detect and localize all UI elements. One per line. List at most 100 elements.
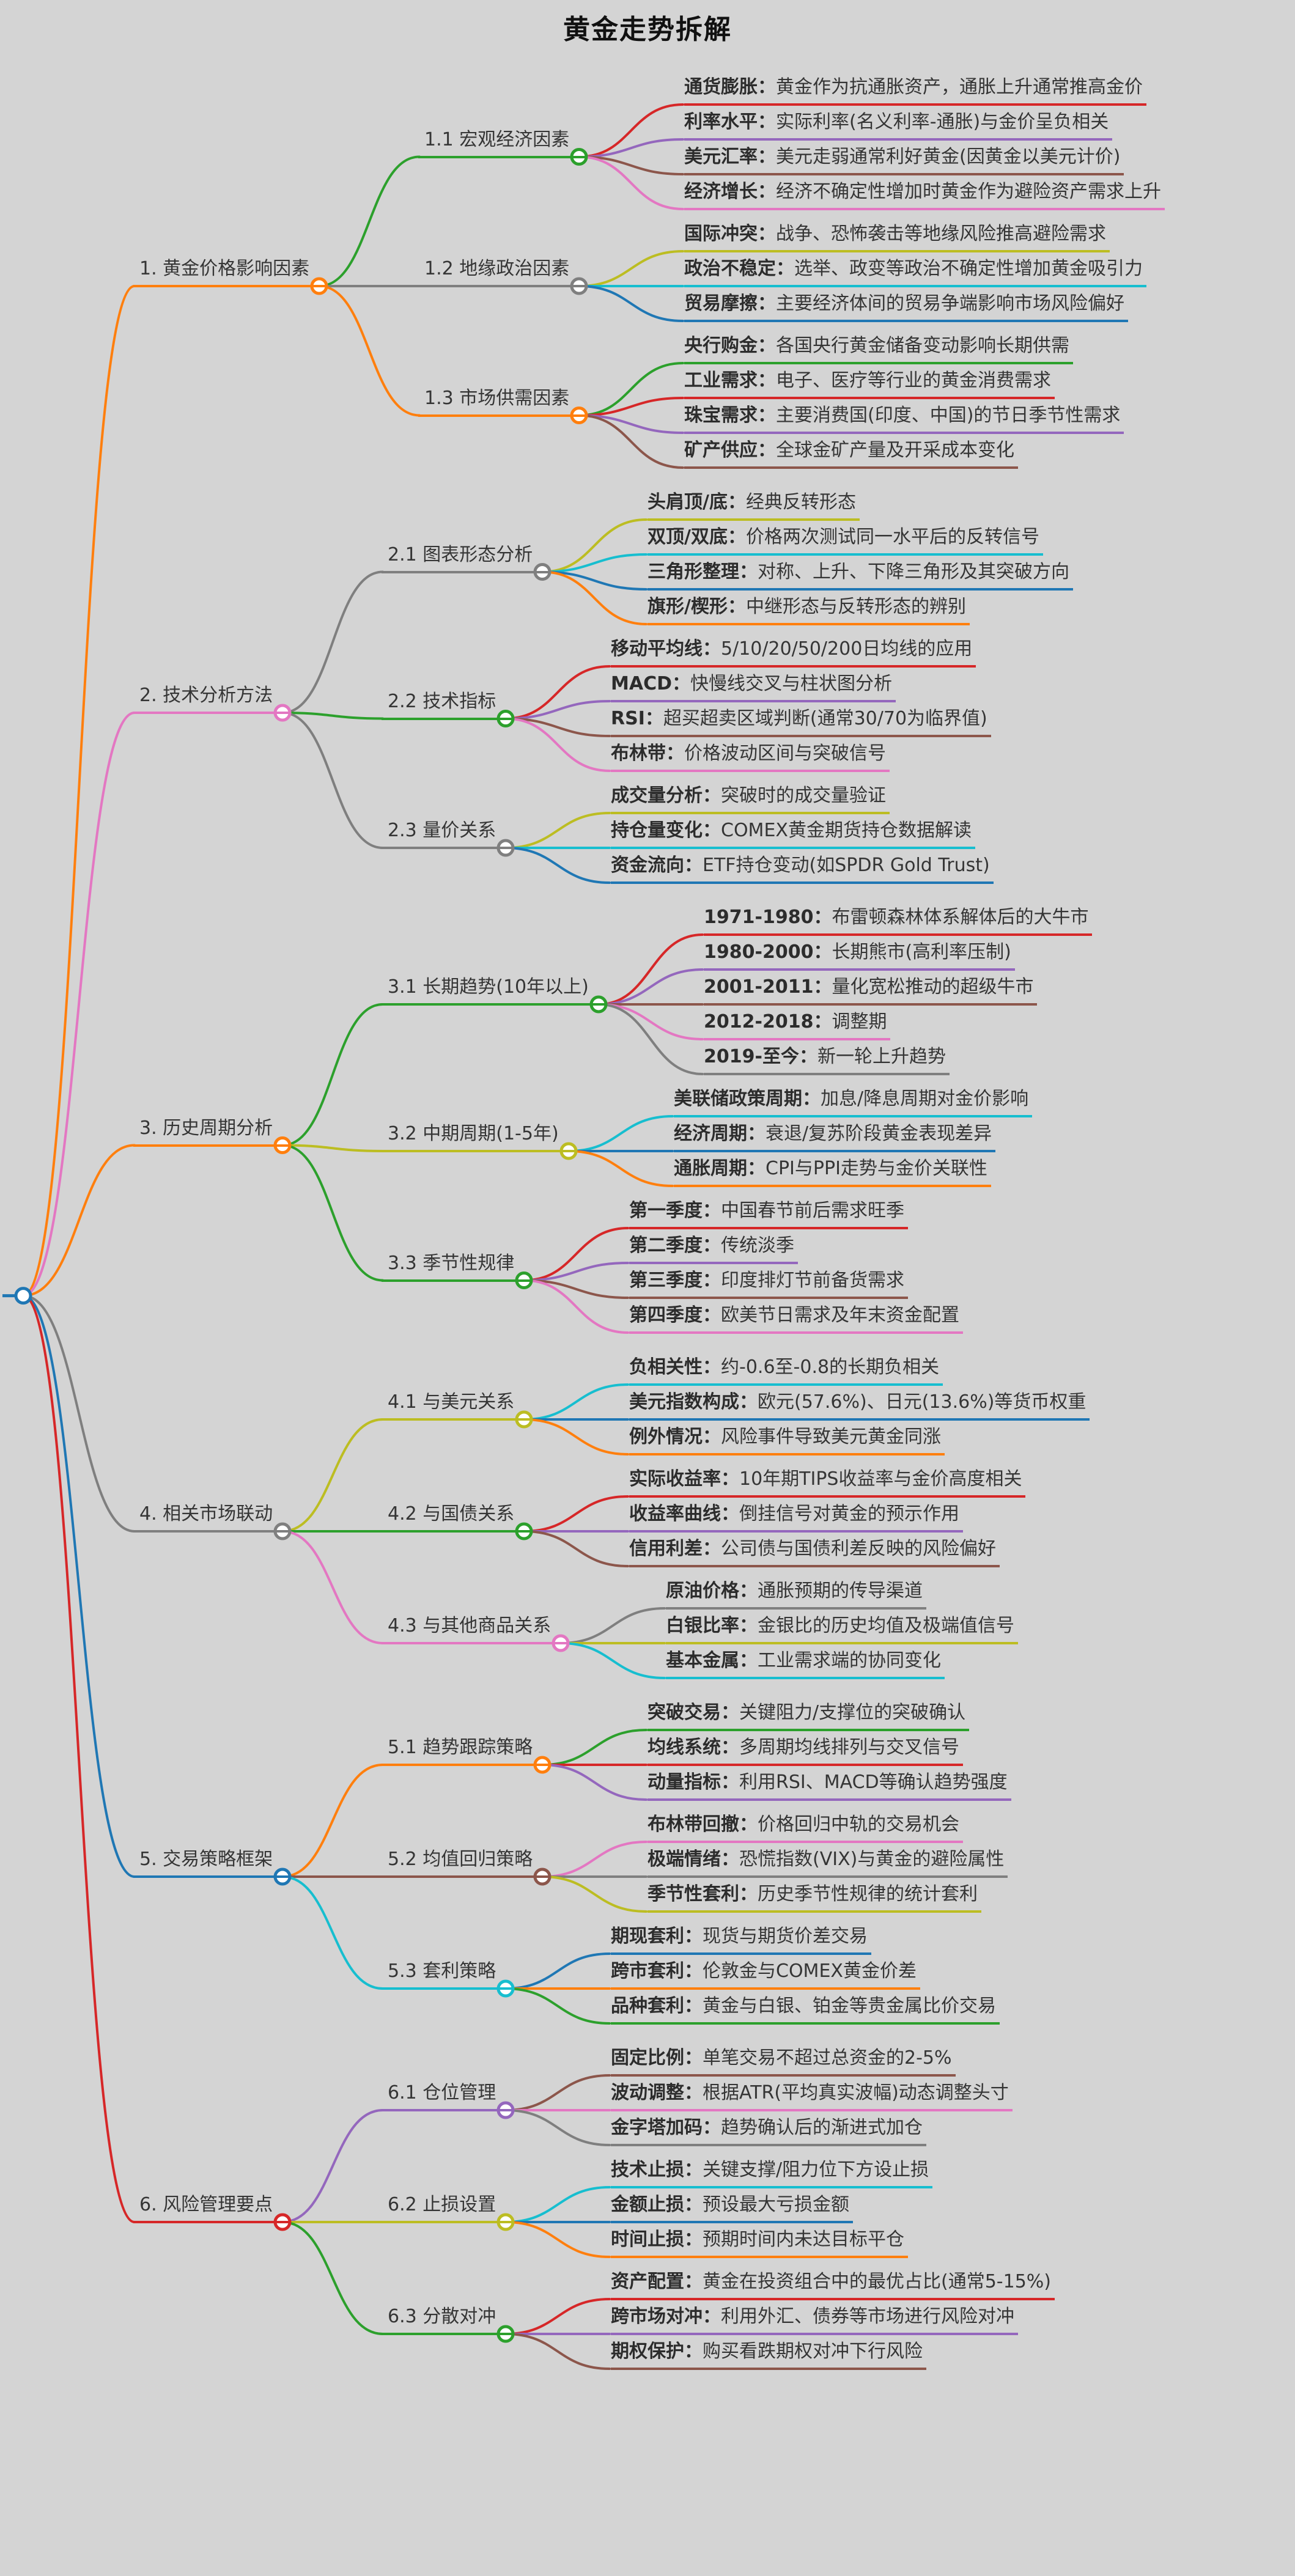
leaf-desc: 利用RSI、MACD等确认趋势强度 [739, 1772, 1008, 1793]
branch-link [523, 1418, 629, 1455]
branch-link [523, 1279, 629, 1334]
leaf-node: 实际收益率：10年期TIPS收益率与金价高度相关 [629, 1466, 1026, 1498]
leaf-separator: ： [813, 1011, 832, 1032]
branch-link [541, 518, 648, 573]
branch-link [578, 285, 684, 322]
node-circle[interactable] [14, 1287, 32, 1305]
leaf-term: 金字塔加码 [611, 2117, 703, 2138]
leaf-term: 资产配置 [611, 2271, 684, 2292]
leaf-separator: ： [684, 1960, 703, 1982]
leaf-term: 利率水平 [684, 111, 758, 133]
leaf-node: 旗形/楔形：中继形态与反转形态的辨别 [648, 594, 970, 626]
leaf-desc: 单笔交易不超过总资金的2-5% [703, 2047, 952, 2069]
branch-link [597, 968, 704, 1006]
leaf-term: 1971-1980 [704, 907, 814, 928]
leaf-node: 第三季度：印度排灯节前备货需求 [629, 1268, 908, 1300]
leaf-separator: ： [758, 181, 776, 202]
branch-link [541, 1764, 648, 1801]
leaf-node: 矿产供应：全球金矿产量及开采成本变化 [684, 438, 1018, 469]
leaf-desc: CPI与PPI走势与金价关联性 [766, 1158, 987, 1179]
leaf-node: 双顶/双底：价格两次测试同一水平后的反转信号 [648, 524, 1043, 556]
leaf-separator: ： [802, 1088, 821, 1110]
leaf-separator: ： [721, 1702, 739, 1723]
leaf-term: 旗形/楔形 [648, 596, 728, 617]
section-node: 2. 技术分析方法 [133, 683, 292, 715]
leaf-term: 珠宝需求 [684, 405, 758, 426]
leaf-desc: 关键支撑/阻力位下方设止损 [703, 2159, 929, 2180]
leaf-desc: 印度排灯节前备货需求 [721, 1270, 904, 1291]
leaf-separator: ： [739, 1580, 758, 1602]
leaf-separator: ： [758, 146, 776, 167]
leaf-desc: 突破时的成交量验证 [721, 785, 886, 806]
leaf-separator: ： [739, 1883, 758, 1905]
leaf-term: 美元汇率 [684, 146, 758, 167]
leaf-node: RSI：超买超卖区域判断(通常30/70为临界值) [611, 706, 991, 738]
leaf-node: 成交量分析：突破时的成交量验证 [611, 783, 890, 815]
leaf-desc: 关键阻力/支撑位的突破确认 [739, 1702, 966, 1723]
branch-link [567, 1115, 674, 1152]
leaf-term: 期权保护 [611, 2341, 684, 2362]
leaf-desc: 预设最大亏损金额 [703, 2194, 849, 2215]
leaf-desc: 金银比的历史均值及极端值信号 [758, 1615, 1014, 1636]
leaf-node: MACD：快慢线交叉与柱状图分析 [611, 671, 896, 703]
leaf-term: 美元指数构成 [629, 1391, 739, 1413]
branch-link [578, 362, 684, 417]
leaf-term: 资金流向 [611, 855, 684, 876]
leaf-separator: ： [727, 526, 746, 548]
branch-link [523, 1495, 629, 1533]
leaf-separator: ： [703, 1356, 721, 1378]
branch-link [504, 1987, 611, 2025]
leaf-desc: 美元走弱通常利好黄金(因黄金以美元计价) [776, 146, 1121, 167]
leaf-node: 均线系统：多周期均线排列与交叉信号 [648, 1735, 963, 1767]
leaf-node: 突破交易：关键阻力/支撑位的突破确认 [648, 1700, 970, 1732]
branch-link [504, 1952, 611, 1990]
branch-link [541, 570, 648, 625]
leaf-desc: 选举、政变等政治不确定性增加黄金吸引力 [794, 258, 1143, 279]
branch-link [578, 414, 684, 434]
leaf-separator: ： [813, 941, 832, 963]
leaf-node: 美元汇率：美元走弱通常利好黄金(因黄金以美元计价) [684, 144, 1124, 176]
leaf-desc: 价格回归中轨的交易机会 [758, 1814, 959, 1835]
branch-link [318, 155, 421, 287]
leaf-node: 移动平均线：5/10/20/50/200日均线的应用 [611, 636, 976, 668]
leaf-desc: 欧元(57.6%)、日元(13.6%)等货币权重 [758, 1391, 1087, 1413]
branch-link [541, 1875, 648, 1913]
leaf-desc: 全球金矿产量及开采成本变化 [776, 440, 1014, 461]
leaf-node: 通胀周期：CPI与PPI走势与金价关联性 [674, 1156, 991, 1188]
leaf-term: 双顶/双底 [648, 526, 728, 548]
leaf-desc: 利用外汇、债券等市场进行风险对冲 [721, 2306, 1014, 2327]
leaf-separator: ： [684, 2082, 703, 2103]
branch-link [523, 1262, 629, 1282]
leaf-node: 时间止损：预期时间内未达目标平仓 [611, 2227, 908, 2259]
branch-link [281, 1875, 384, 1990]
leaf-node: 跨市套利：伦敦金与COMEX黄金价差 [611, 1959, 920, 1990]
leaf-term: 国际冲突 [684, 223, 758, 245]
leaf-separator: ： [747, 1123, 766, 1144]
leaf-desc: 主要消费国(印度、中国)的节日季节性需求 [776, 405, 1121, 426]
section-node: 6. 风险管理要点 [133, 2192, 292, 2224]
leaf-separator: ： [813, 907, 832, 928]
branch-link [504, 2186, 611, 2223]
leaf-desc: 经典反转形态 [745, 491, 856, 513]
leaf-desc: 对称、上升、下降三角形及其突破方向 [758, 561, 1069, 583]
leaf-node: 1971-1980：布雷顿森林体系解体后的大牛市 [704, 905, 1093, 937]
map-title: 黄金走势拆解 [563, 14, 732, 45]
leaf-separator: ： [758, 370, 776, 391]
branch-link [541, 1841, 648, 1878]
branch-link [281, 1764, 384, 1878]
leaf-separator: ： [727, 596, 746, 617]
leaf-separator: ： [684, 2229, 703, 2250]
leaf-node: 三角形整理：对称、上升、下降三角形及其突破方向 [648, 559, 1073, 591]
leaf-term: 经济周期 [674, 1123, 747, 1144]
leaf-node: 原油价格：通胀预期的传导渠道 [666, 1578, 926, 1610]
leaf-node: 白银比率：金银比的历史均值及极端值信号 [666, 1613, 1018, 1645]
leaf-desc: 黄金作为抗通胀资产，通胀上升通常推高金价 [776, 76, 1143, 98]
leaf-desc: 电子、医疗等行业的黄金消费需求 [776, 370, 1051, 391]
subsection-node: 5.1 趋势跟踪策略 [382, 1735, 552, 1767]
leaf-desc: 长期熊市(高利率压制) [832, 941, 1011, 963]
leaf-separator: ： [684, 2159, 703, 2180]
subsection-node: 6.2 止损设置 [382, 2192, 515, 2224]
branch-link [504, 700, 611, 720]
leaf-node: 贸易摩擦：主要经济体间的贸易争端影响市场风险偏好 [684, 291, 1128, 323]
branch-link [523, 1383, 629, 1421]
